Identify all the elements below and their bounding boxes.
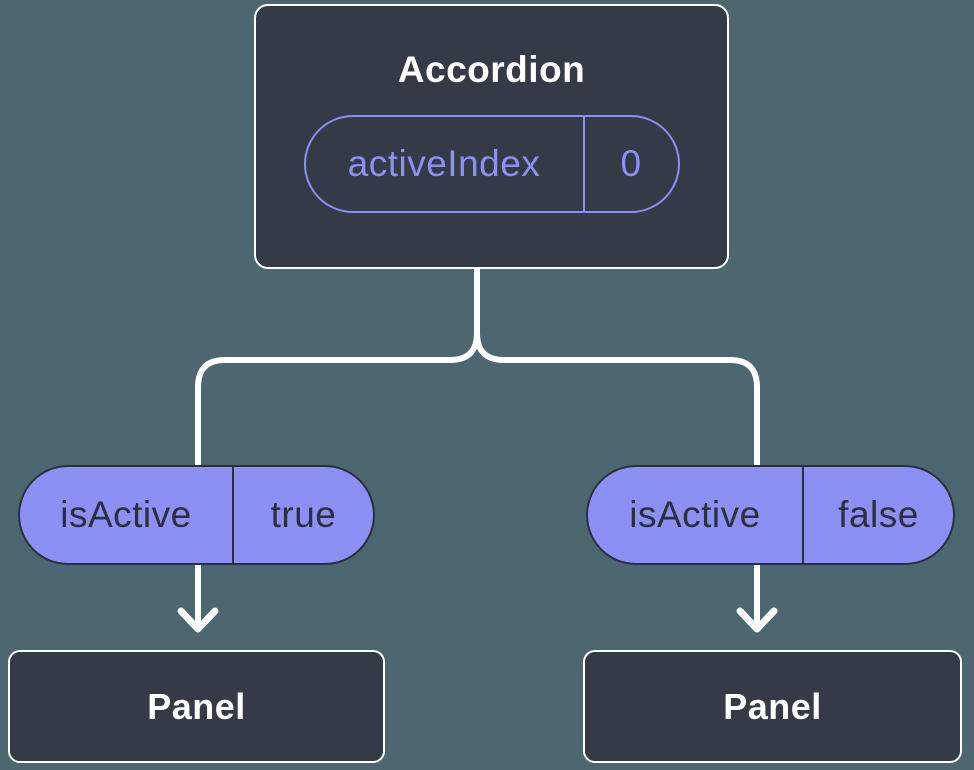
prop-name: isActive: [60, 494, 192, 535]
panel-component-node-right: Panel: [583, 650, 962, 763]
state-pill: activeIndex 0: [303, 114, 680, 213]
prop-pill-left: isActive true: [18, 465, 375, 565]
component-title: Panel: [723, 685, 822, 727]
component-title: Panel: [147, 685, 246, 727]
connector-branch-right: [474, 263, 760, 624]
arrow-down-icon: [177, 607, 219, 633]
arrow-down-icon: [736, 607, 778, 633]
accordion-component-node: Accordion activeIndex 0: [254, 4, 729, 269]
prop-pill-right: isActive false: [586, 465, 955, 565]
state-value: 0: [582, 116, 678, 211]
component-title: Accordion: [397, 49, 586, 90]
prop-value: false: [802, 467, 953, 563]
state-name: activeIndex: [347, 142, 541, 184]
prop-value: true: [232, 467, 373, 563]
connector-branch-left: [195, 263, 480, 624]
panel-component-node-left: Panel: [8, 650, 385, 763]
prop-name: isActive: [629, 494, 761, 535]
